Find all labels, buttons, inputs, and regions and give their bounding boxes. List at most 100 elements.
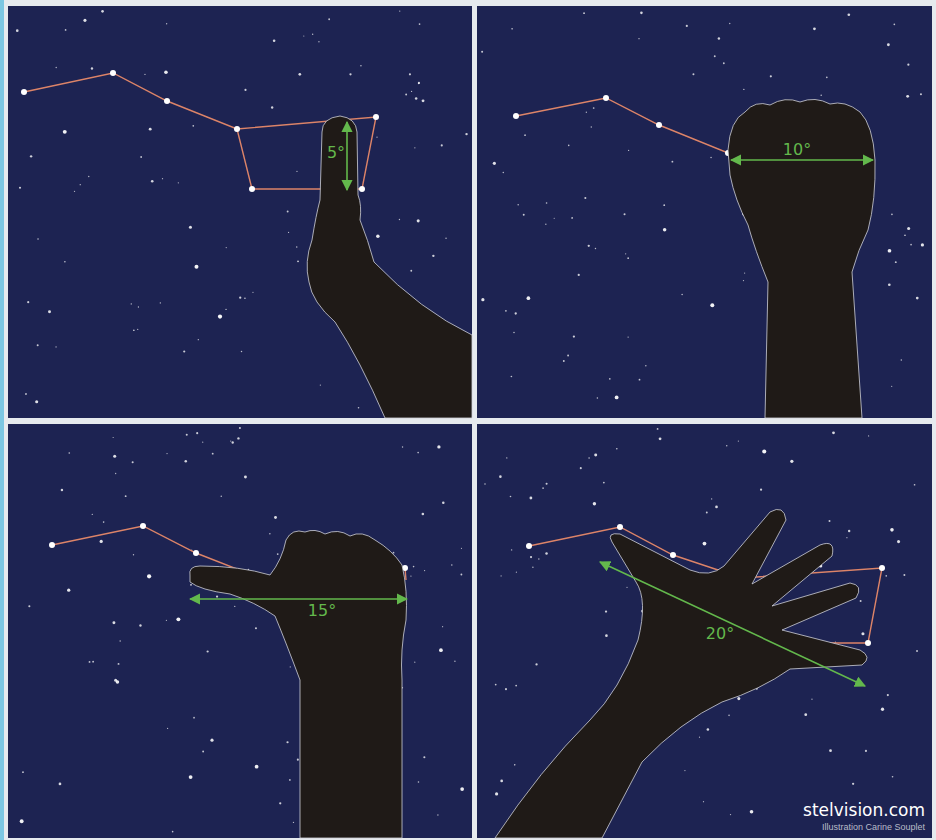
star — [202, 442, 203, 443]
star — [442, 502, 445, 505]
star — [115, 473, 116, 474]
star — [116, 680, 120, 684]
star — [80, 184, 81, 185]
star — [414, 662, 415, 663]
star — [609, 378, 611, 380]
measure-arrows — [190, 122, 873, 686]
star — [527, 296, 531, 300]
star — [212, 453, 214, 455]
star — [762, 450, 766, 454]
star — [505, 688, 507, 690]
star — [451, 564, 453, 566]
star — [554, 218, 555, 219]
sky-panels — [8, 6, 932, 838]
star — [615, 395, 619, 399]
star — [21, 89, 27, 95]
star — [848, 530, 850, 532]
star — [207, 650, 209, 652]
star — [711, 498, 712, 499]
star — [151, 180, 154, 183]
star — [907, 64, 909, 66]
star — [320, 384, 321, 385]
star — [670, 552, 676, 558]
star — [832, 431, 835, 434]
star — [707, 728, 710, 731]
star — [25, 393, 27, 395]
star — [405, 94, 407, 96]
star — [597, 397, 598, 398]
star — [409, 73, 411, 75]
star — [303, 35, 304, 36]
star — [55, 346, 56, 347]
star — [445, 237, 446, 238]
star — [232, 441, 234, 443]
star — [605, 610, 607, 612]
star — [495, 684, 497, 686]
angle-label: 15° — [308, 602, 336, 620]
star — [419, 23, 421, 25]
star — [49, 542, 55, 548]
star — [27, 301, 29, 303]
star — [627, 257, 629, 259]
star — [74, 191, 75, 192]
star — [511, 376, 513, 378]
star — [513, 113, 519, 119]
star — [568, 145, 570, 147]
star — [166, 23, 167, 24]
star — [432, 255, 434, 257]
star — [710, 157, 711, 158]
star — [511, 28, 513, 30]
star — [164, 98, 170, 104]
star — [92, 661, 94, 663]
star — [738, 440, 739, 441]
star — [424, 570, 425, 571]
star — [225, 309, 226, 310]
star — [638, 38, 639, 39]
star — [588, 245, 590, 247]
star — [879, 565, 885, 571]
star — [545, 552, 548, 555]
star — [887, 694, 889, 696]
star — [30, 155, 32, 157]
star — [186, 434, 188, 436]
star — [460, 787, 464, 791]
star — [296, 246, 297, 247]
star — [277, 553, 279, 555]
star — [892, 776, 894, 778]
star — [274, 516, 277, 519]
star — [131, 303, 132, 304]
star — [595, 248, 596, 249]
star — [506, 457, 507, 458]
star — [603, 95, 609, 101]
sky-panel — [8, 6, 472, 418]
star — [617, 524, 623, 530]
star — [517, 204, 518, 205]
star — [628, 150, 629, 151]
star — [516, 572, 517, 573]
star — [916, 650, 918, 652]
star — [493, 162, 496, 165]
star — [659, 437, 662, 440]
star — [183, 350, 185, 352]
star — [503, 172, 504, 173]
star — [234, 606, 235, 607]
star — [202, 751, 204, 753]
star — [359, 186, 365, 192]
star — [891, 386, 892, 387]
star — [699, 737, 700, 738]
star — [465, 133, 467, 135]
star — [760, 489, 762, 491]
star — [897, 540, 900, 543]
star — [790, 460, 793, 463]
star — [616, 448, 618, 450]
star — [663, 228, 667, 232]
star — [914, 484, 916, 486]
star — [349, 73, 351, 75]
star — [743, 280, 744, 281]
star — [16, 29, 19, 32]
star — [481, 51, 483, 53]
star — [414, 147, 415, 148]
star — [226, 247, 227, 248]
star — [442, 626, 443, 627]
star — [907, 227, 910, 230]
